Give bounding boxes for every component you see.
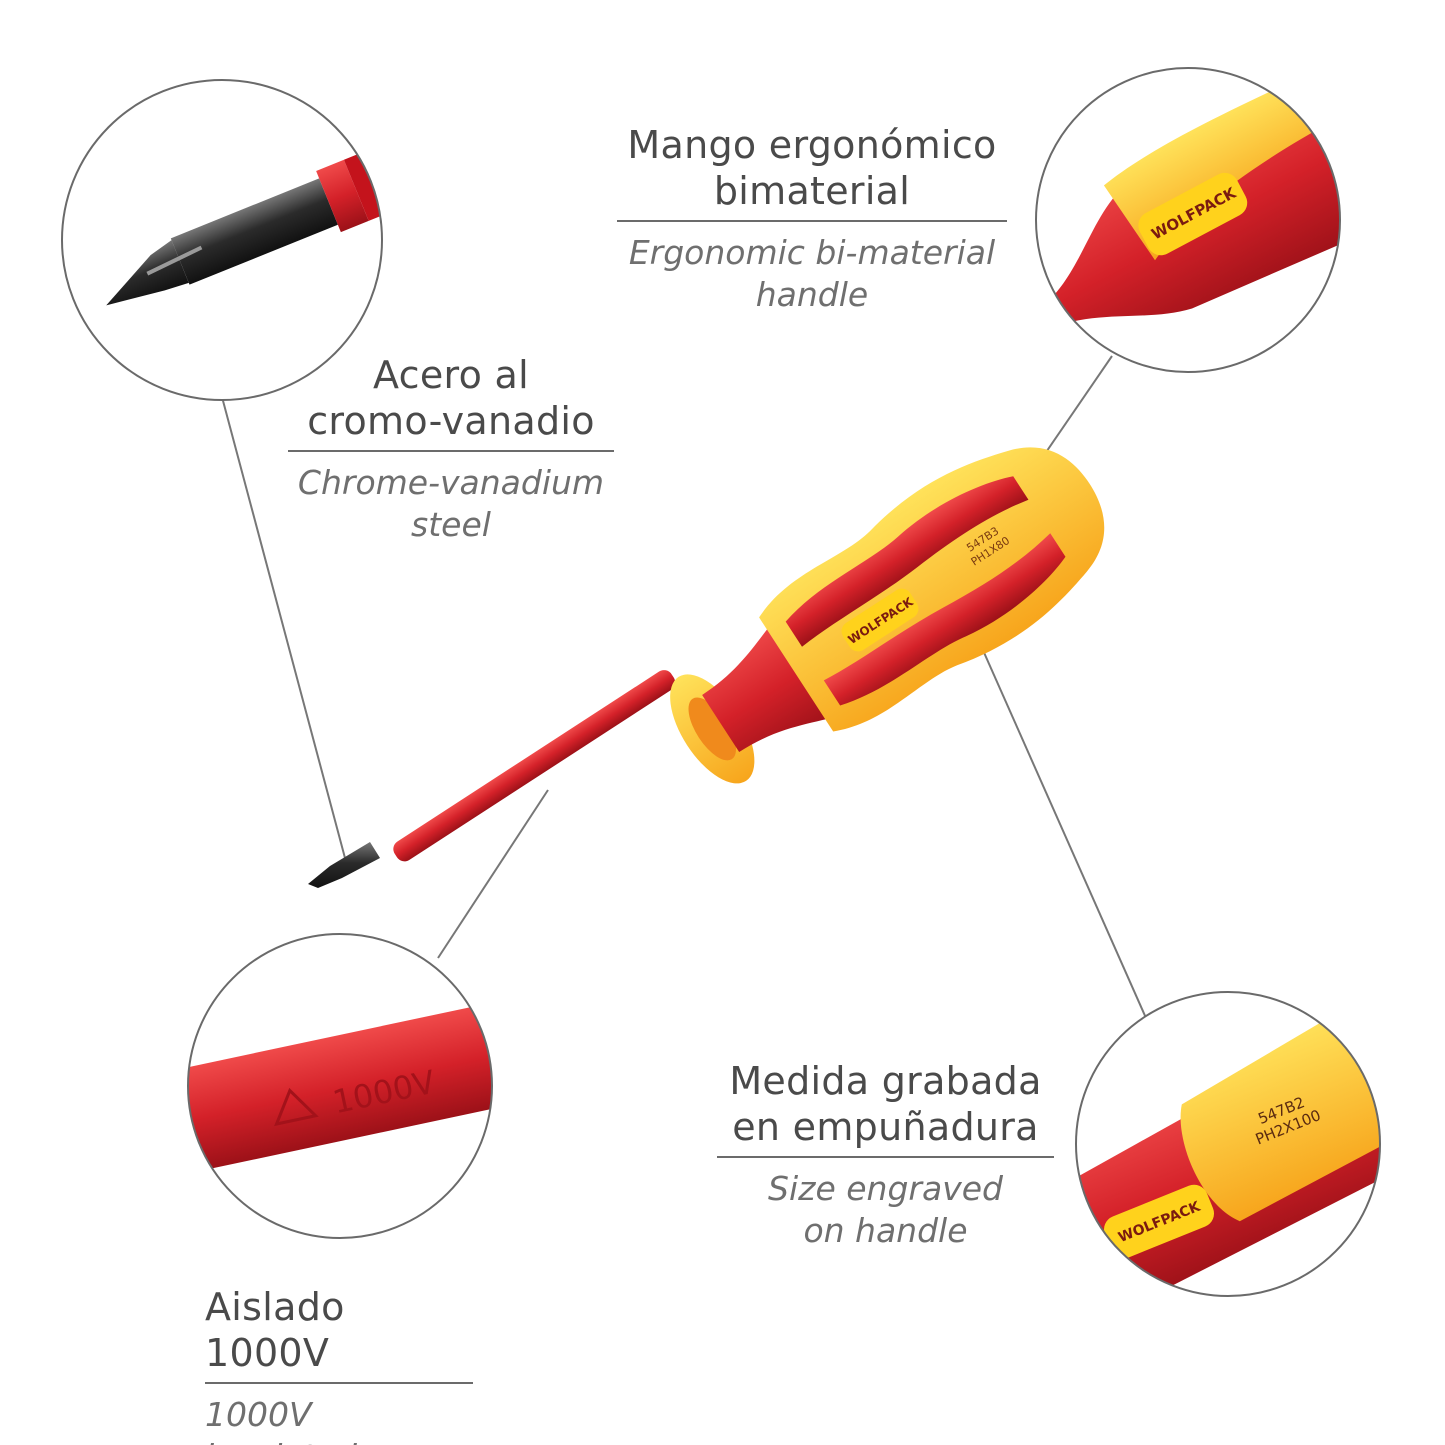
callout-handle-es-1: Mango ergonómico [627, 123, 997, 167]
callout-chrome-es-1: Acero al [373, 353, 529, 397]
connector-size [981, 647, 1147, 1019]
callout-divider [205, 1382, 473, 1384]
screwdriver: WOLFPACK 547B3 PH1X80 [308, 447, 1105, 888]
callout-handle: Mango ergonómico bimaterial Ergonomic bi… [617, 122, 1007, 316]
callout-size-es-1: Medida grabada [729, 1059, 1042, 1103]
callout-chrome-en-2: steel [411, 505, 491, 544]
callout-handle-en-2: handle [755, 275, 869, 314]
callout-size: Medida grabada en empuñadura Size engrav… [717, 1058, 1054, 1252]
callout-size-es-2: en empuñadura [732, 1105, 1039, 1149]
callout-divider [717, 1156, 1054, 1158]
zoom-circle-shaft: 1000V [187, 933, 493, 1239]
callout-chrome-en-1: Chrome-vanadium [297, 463, 605, 502]
callout-handle-en-1: Ergonomic bi-material [628, 233, 996, 272]
handle-body [759, 447, 1105, 732]
callout-handle-es-2: bimaterial [713, 169, 911, 213]
screwdriver-shaft [393, 670, 676, 862]
zoom-circle-tip [61, 79, 383, 401]
connector-lines [221, 355, 1147, 1019]
zoom-circle-handle: WOLFPACK [1035, 67, 1341, 373]
handle-logo-plate [841, 588, 919, 652]
callout-divider [617, 220, 1007, 222]
callout-chrome-es-2: cromo-vanadio [307, 399, 595, 443]
zoom-circle-size: WOLFPACK 547B2 PH2X100 [1075, 991, 1381, 1297]
callout-divider [288, 450, 614, 452]
callout-insulated-es: Aislado 1000V [205, 1285, 345, 1375]
handle-neck [702, 613, 846, 752]
callout-size-en-1: Size engraved [768, 1169, 1003, 1208]
connector-tip [221, 396, 346, 859]
callout-size-en-2: on handle [803, 1211, 968, 1250]
callout-chrome-vanadium: Acero al cromo-vanadio Chrome-vanadium s… [288, 352, 614, 546]
connector-shaft [437, 789, 549, 959]
screwdriver-tip [308, 842, 380, 888]
callout-insulated: Aislado 1000V 1000V insulated [205, 1284, 473, 1445]
callout-insulated-en: 1000V insulated [205, 1395, 357, 1445]
